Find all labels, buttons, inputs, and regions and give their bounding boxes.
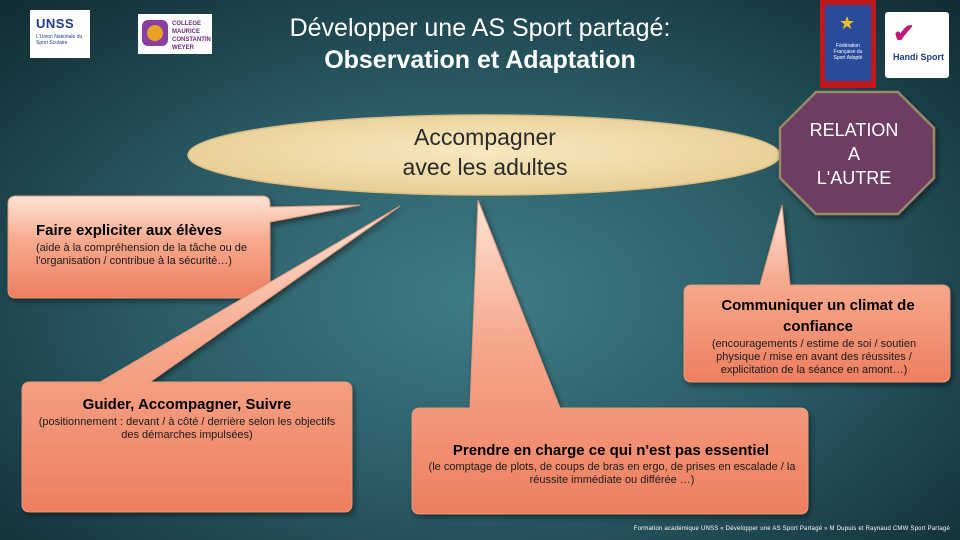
handisport-logo-name: Handi Sport [893, 52, 944, 62]
callout-guide-shape [21, 205, 401, 513]
callout-trust-detail: (encouragements / estime de soi / soutie… [711, 338, 917, 376]
callout-trust-heading: Communiquer un climat de confiance [721, 297, 915, 335]
slide-title-line2: Observation et Adaptation [324, 46, 636, 74]
octagon-label-line2: A [847, 144, 860, 164]
unss-logo: UNSS L'Union Nationale du Sport Scolaire [30, 10, 90, 58]
callout-explain-heading: Faire expliciter aux élèves [36, 222, 222, 239]
ffsa-star-icon: ★ [839, 13, 856, 33]
unss-logo-name: UNSS [36, 16, 75, 31]
octagon-label: RELATION A L'AUTRE [784, 118, 924, 190]
ellipse-label-line1: Accompagner [414, 124, 556, 150]
ffsa-logo-name: Fédération Française du Sport Adapté [833, 43, 863, 61]
ellipse-label: Accompagner avec les adultes [320, 122, 650, 182]
slide-title-line1: Développer une AS Sport partagé: [289, 14, 671, 42]
callout-guide-heading: Guider, Accompagner, Suivre [82, 396, 292, 413]
callout-explain-detail: (aide à la compréhension de la tâche ou … [36, 242, 247, 267]
college-logo-name: COLLEGE MAURICE CONSTANTIN WEYER [172, 21, 211, 51]
ffsa-logo: ★ Fédération Française du Sport Adapté [825, 5, 871, 81]
slide-footer: Formation académique UNSS « Développer u… [633, 526, 950, 532]
handisport-logo: ✔ Handi Sport [885, 12, 949, 78]
ellipse-label-line2: avec les adultes [402, 154, 568, 180]
callout-guide-detail: (positionnement : devant / à côté / derr… [38, 416, 336, 441]
octagon-label-line1: RELATION [809, 120, 899, 140]
callout-support-heading: Prendre en charge ce qui n'est pas essen… [452, 442, 770, 459]
callout-support-detail: (le comptage de plots, de coups de bras … [428, 461, 796, 486]
callout-support-shape [411, 199, 809, 515]
handisport-mark-icon: ✔ [893, 18, 915, 48]
college-logo: COLLEGE MAURICE CONSTANTIN WEYER [138, 14, 212, 54]
college-emblem-inner-icon [147, 25, 163, 41]
slide-title: Développer une AS Sport partagé: Observa… [230, 12, 730, 76]
octagon-label-line3: L'AUTRE [816, 168, 892, 188]
unss-logo-tagline: L'Union Nationale du Sport Scolaire [36, 34, 83, 46]
relation-octagon [778, 90, 936, 216]
callout-trust-shape [683, 204, 951, 383]
